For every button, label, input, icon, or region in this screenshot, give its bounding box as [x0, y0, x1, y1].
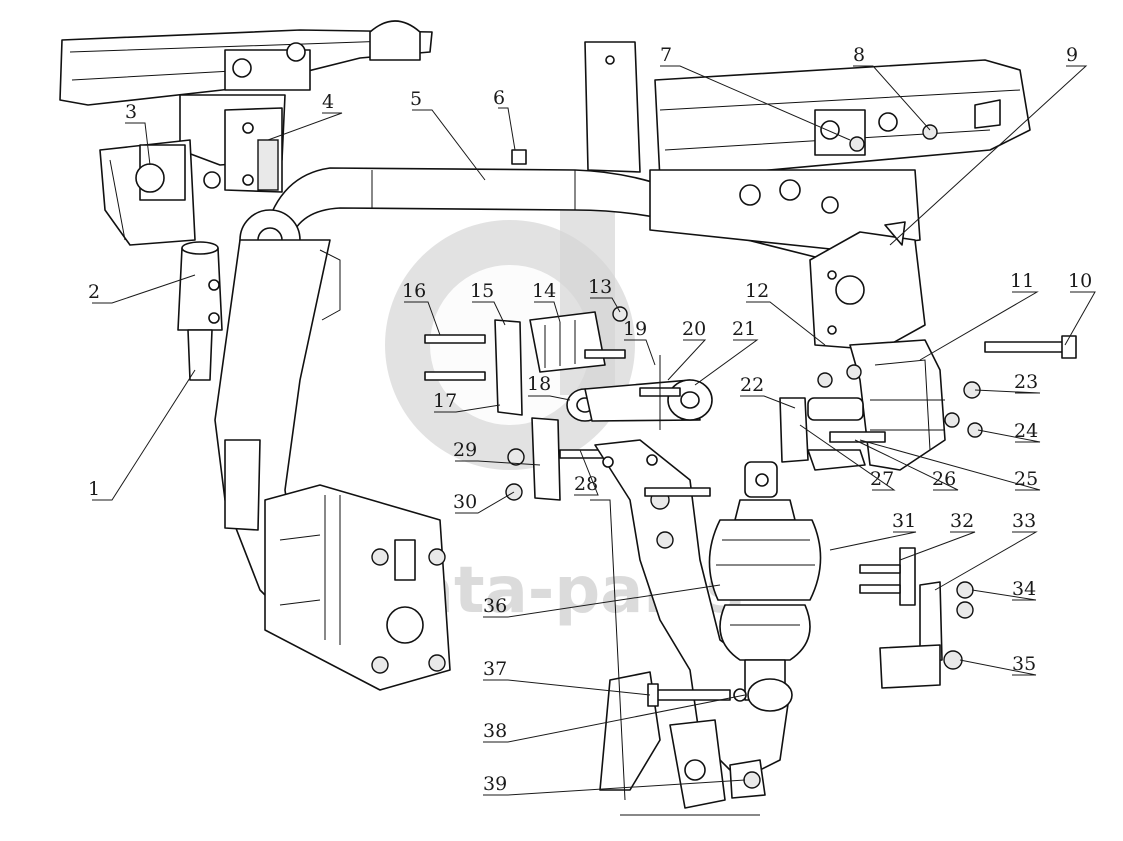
callout-32: 32 [950, 510, 974, 532]
air-spring [644, 461, 822, 712]
left-frame-rail [59, 20, 433, 106]
callout-33: 33 [1012, 510, 1036, 532]
callout-28: 28 [574, 473, 598, 495]
callout-5: 5 [410, 88, 422, 110]
leveling-valve [99, 139, 221, 246]
callout-10: 10 [1068, 270, 1092, 292]
callout-38: 38 [483, 720, 507, 742]
right-frame-rail [584, 41, 1031, 251]
callout-17: 17 [433, 390, 457, 412]
upper-left-bracket [179, 94, 286, 193]
right-shackle [779, 372, 983, 471]
left-mounting-plate [264, 484, 451, 691]
callout-23: 23 [1014, 371, 1038, 393]
lower-center-bracket [505, 417, 621, 501]
callout-24: 24 [1014, 420, 1038, 442]
callout-22: 22 [740, 374, 764, 396]
callout-35: 35 [1012, 653, 1036, 675]
callout-16: 16 [402, 280, 426, 302]
leader-lines [92, 65, 1096, 796]
callout-labels: 1 2 3 4 5 6 7 8 9 10 11 12 13 14 15 16 1… [88, 44, 1092, 795]
callout-6: 6 [493, 87, 505, 109]
callout-8: 8 [853, 44, 865, 66]
callout-12: 12 [745, 280, 769, 302]
callout-39: 39 [483, 773, 507, 795]
callout-13: 13 [588, 276, 612, 298]
long-bolt [984, 335, 1077, 359]
callout-21: 21 [732, 318, 756, 340]
callout-18: 18 [527, 373, 551, 395]
right-bracket [809, 221, 946, 471]
callout-25: 25 [1014, 468, 1038, 490]
callout-31: 31 [892, 510, 916, 532]
lower-right-brackets [859, 547, 974, 689]
callout-9: 9 [1066, 44, 1078, 66]
center-bracket [424, 306, 628, 416]
callout-15: 15 [470, 280, 494, 302]
callout-7: 7 [660, 44, 672, 66]
callout-4: 4 [322, 91, 334, 113]
shock-absorber [177, 241, 223, 381]
callout-2: 2 [88, 281, 100, 303]
callout-20: 20 [682, 318, 706, 340]
callout-19: 19 [623, 318, 647, 340]
center-link [566, 355, 713, 430]
callout-29: 29 [453, 439, 477, 461]
lower-bolt-mount [647, 683, 766, 809]
callout-30: 30 [453, 491, 477, 513]
callout-14: 14 [532, 280, 556, 302]
callout-36: 36 [483, 595, 507, 617]
callout-1: 1 [88, 478, 100, 500]
callout-37: 37 [483, 658, 507, 680]
callout-3: 3 [125, 101, 137, 123]
callout-34: 34 [1012, 578, 1036, 600]
callout-27: 27 [870, 468, 894, 490]
callout-26: 26 [932, 468, 956, 490]
assembly-drawing [59, 20, 1077, 816]
callout-11: 11 [1010, 270, 1034, 292]
